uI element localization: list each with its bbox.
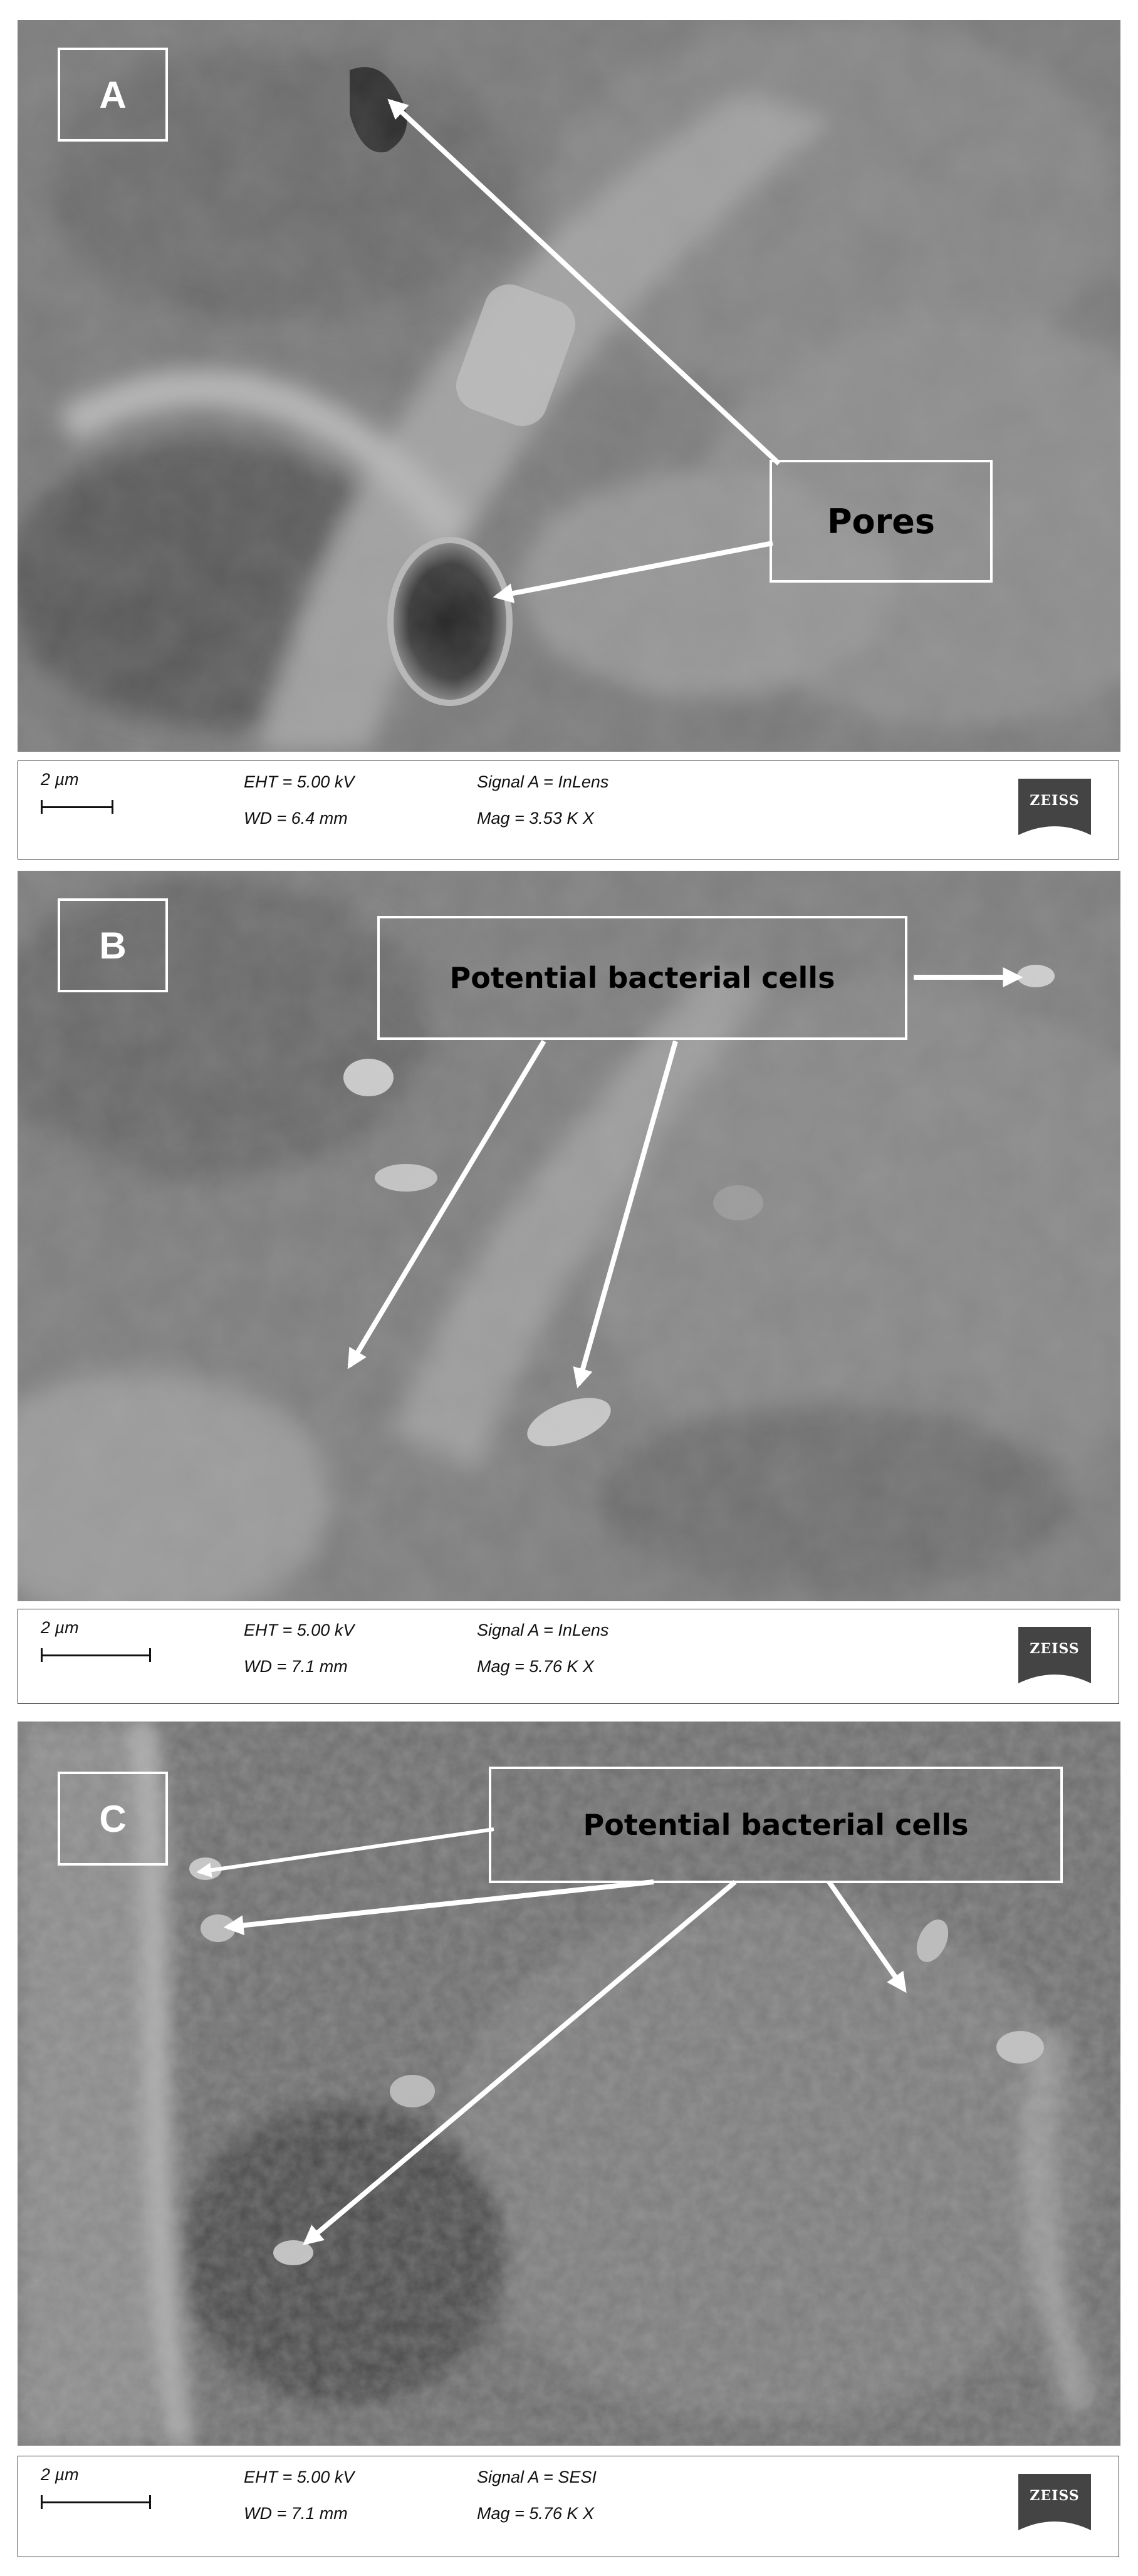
scale-bar-label: 2 µm xyxy=(41,1618,79,1637)
callout-pores: Pores xyxy=(770,460,993,583)
scale-bar xyxy=(41,2495,151,2509)
eht-readout: EHT = 5.00 kV xyxy=(244,2468,355,2486)
zeiss-logo: ZEISS xyxy=(1018,1627,1091,1683)
wd-readout: WD = 7.1 mm xyxy=(244,1657,348,1676)
panel-label-b: B xyxy=(58,898,168,992)
sem-panel-c: C Potential bacterial cells 2 µm EHT = 5… xyxy=(18,1722,1120,2557)
scale-bar xyxy=(41,1648,151,1662)
sem-info-bar-b: 2 µm EHT = 5.00 kV WD = 7.1 mm Signal A … xyxy=(18,1609,1119,1704)
mag-readout: Mag = 3.53 K X xyxy=(477,809,594,828)
mag-readout: Mag = 5.76 K X xyxy=(477,2504,594,2523)
callout-potential-bacterial-cells-b: Potential bacterial cells xyxy=(377,916,907,1040)
micrograph-a-image xyxy=(18,20,1120,752)
callout-potential-bacterial-cells-c: Potential bacterial cells xyxy=(489,1767,1063,1883)
sem-panel-b: B Potential bacterial cells 2 µm EHT = 5… xyxy=(18,871,1120,1704)
sem-info-bar-c: 2 µm EHT = 5.00 kV WD = 7.1 mm Signal A … xyxy=(18,2456,1119,2557)
sem-panel-a: A Pores 2 µm EHT = 5.00 kV WD = 6.4 mm S… xyxy=(18,20,1120,860)
wd-readout: WD = 6.4 mm xyxy=(244,809,348,828)
scale-bar-label: 2 µm xyxy=(41,2465,79,2484)
panel-label-c: C xyxy=(58,1772,168,1866)
zeiss-logo: ZEISS xyxy=(1018,779,1091,835)
scale-bar xyxy=(41,800,113,814)
scale-bar-label: 2 µm xyxy=(41,770,79,789)
eht-readout: EHT = 5.00 kV xyxy=(244,772,355,791)
panel-label-a: A xyxy=(58,48,168,142)
signal-readout: Signal A = InLens xyxy=(477,772,609,791)
sem-info-bar-a: 2 µm EHT = 5.00 kV WD = 6.4 mm Signal A … xyxy=(18,761,1119,860)
wd-readout: WD = 7.1 mm xyxy=(244,2504,348,2523)
signal-readout: Signal A = InLens xyxy=(477,1621,609,1639)
signal-readout: Signal A = SESI xyxy=(477,2468,597,2486)
mag-readout: Mag = 5.76 K X xyxy=(477,1657,594,1676)
eht-readout: EHT = 5.00 kV xyxy=(244,1621,355,1639)
zeiss-logo: ZEISS xyxy=(1018,2474,1091,2530)
sem-micrograph-a xyxy=(18,20,1120,752)
